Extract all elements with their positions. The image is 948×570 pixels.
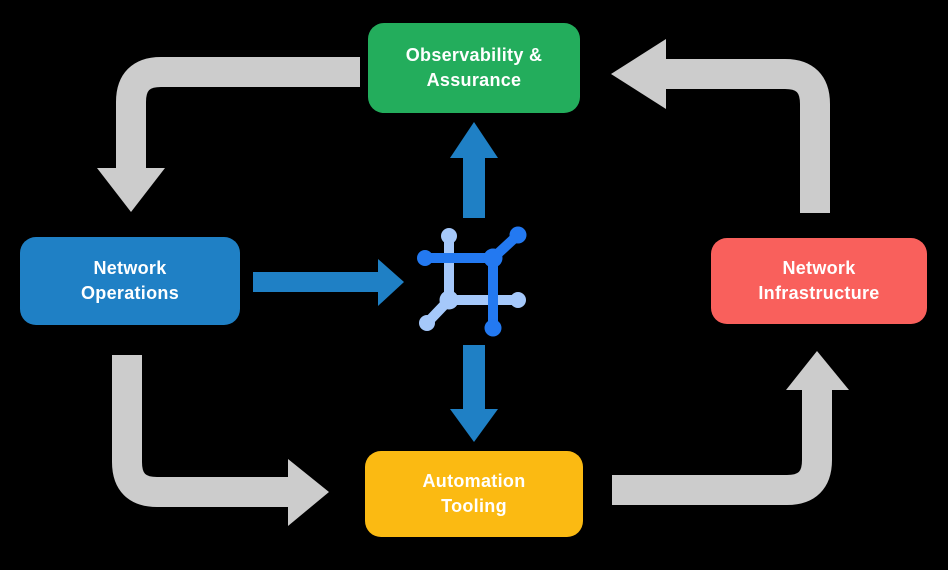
node-label-line1: Automation (422, 471, 526, 491)
arrow-automation-to-infrastructure (612, 351, 849, 505)
arrow-icon-to-automation (450, 345, 498, 442)
network-mesh-icon (417, 226, 527, 337)
node-label-line2: Operations (80, 283, 180, 303)
node-label-line1: Network (93, 258, 167, 278)
node-network-operations: Network Operations (20, 237, 240, 325)
node-label-line1: Network (782, 258, 856, 278)
node-label-line2: Tooling (441, 496, 507, 516)
node-label-line2: Infrastructure (758, 283, 880, 303)
node-label-line1: Observability & (405, 45, 543, 65)
node-network-infrastructure: Network Infrastructure (711, 238, 927, 324)
node-observability-assurance: Observability & Assurance (368, 23, 580, 113)
arrow-operations-to-automation (112, 355, 329, 526)
arrow-infrastructure-to-observability (611, 39, 830, 213)
arrow-operations-to-icon (253, 259, 404, 306)
arrow-icon-to-observability (450, 122, 498, 218)
node-automation-tooling: Automation Tooling (365, 451, 583, 537)
node-label-line2: Assurance (426, 70, 522, 90)
arrow-observability-to-operations (97, 57, 360, 212)
